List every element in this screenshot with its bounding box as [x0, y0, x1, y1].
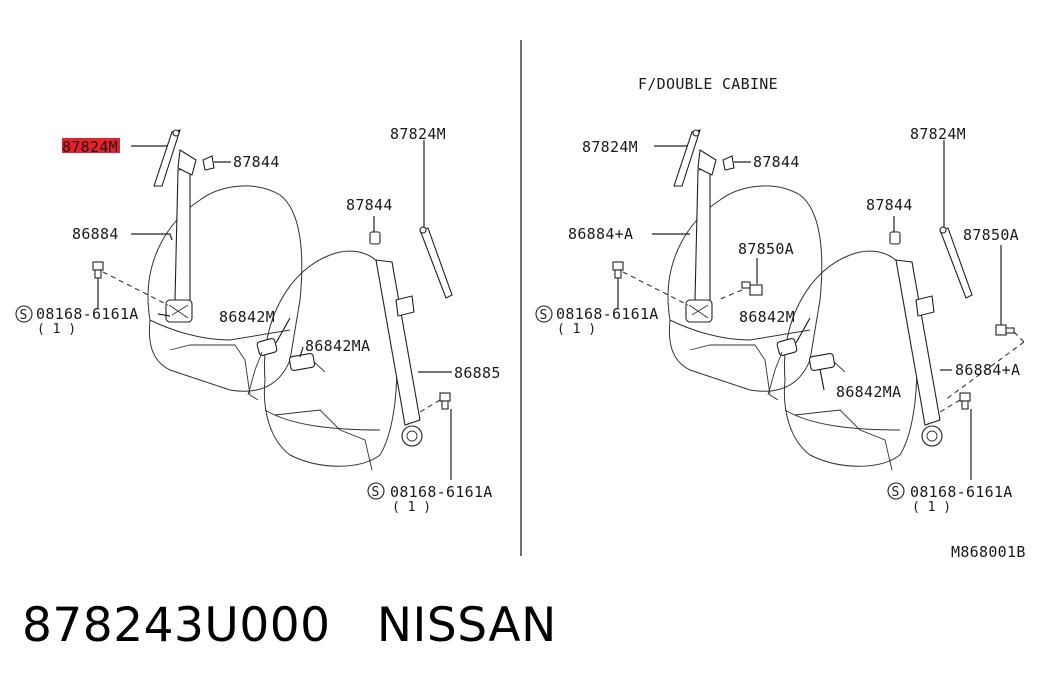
label-86884A: 86884+A	[568, 225, 633, 243]
right-bolt2-icon	[959, 392, 971, 410]
left-bolt2-icon	[439, 392, 451, 410]
label-87844: 87844	[753, 153, 800, 171]
left-cover-87844	[202, 155, 215, 171]
label-87824M: 87824M	[582, 138, 638, 156]
label-86842M: 86842M	[739, 308, 795, 326]
label-87850A-right: 87850A	[963, 226, 1019, 244]
left-adjuster-87824M	[153, 129, 181, 187]
label-86842M: 86842M	[219, 308, 275, 326]
label-qty: ( 1 )	[557, 322, 596, 337]
right-bolt-s-icon	[535, 305, 553, 323]
label-87824M-right: 87824M	[910, 125, 966, 143]
right-bolt-87850A-2	[995, 324, 1015, 336]
left-buckle-86842MA	[288, 352, 326, 373]
bolt2-s-letter: S	[372, 485, 380, 500]
label-87844-mid: 87844	[346, 196, 393, 214]
left-adjuster-87824M-right	[419, 226, 453, 299]
label-86885: 86885	[454, 364, 501, 382]
right-bolt2-s-icon	[887, 482, 905, 500]
label-87844-mid: 87844	[866, 196, 913, 214]
label-08168-6161A-2: 08168-6161A	[910, 483, 1013, 501]
right-bolt-icon	[612, 261, 624, 279]
label-87824M-right: 87824M	[390, 125, 446, 143]
left-belt-86884	[165, 149, 197, 323]
right-adjuster-87824M	[673, 129, 701, 187]
right-buckle-86842M	[767, 338, 798, 396]
label-86884: 86884	[72, 225, 119, 243]
right-panel: F/DOUBLE CABINE	[535, 75, 1026, 561]
bolt-s-letter: S	[20, 308, 28, 323]
label-08168-6161A: 08168-6161A	[36, 305, 139, 323]
right-belt-86884A-right	[889, 231, 943, 447]
right-bolt2-s-letter: S	[892, 485, 900, 500]
label-08168-6161A: 08168-6161A	[556, 305, 659, 323]
label-87850A: 87850A	[738, 240, 794, 258]
label-qty-2: ( 1 )	[392, 500, 431, 515]
left-buckle-86842M	[247, 338, 278, 396]
label-86842MA: 86842MA	[305, 337, 370, 355]
left-bolt-icon	[92, 261, 104, 279]
left-panel: 87824M 87844 86884 S 08168-6161A ( 1 ) 8…	[15, 125, 501, 515]
panel-title: F/DOUBLE CABINE	[638, 75, 778, 93]
right-adjuster-87824M-right	[939, 226, 973, 299]
part-caption: 878243U000 NISSAN	[22, 598, 557, 653]
right-buckle-86842MA	[808, 352, 846, 373]
right-bolt-s-letter: S	[540, 308, 548, 323]
left-belt-86885	[369, 231, 423, 447]
highlight-box	[62, 138, 120, 153]
brand-name: NISSAN	[376, 598, 557, 653]
label-86884A-right: 86884+A	[955, 361, 1020, 379]
label-qty-2: ( 1 )	[912, 500, 951, 515]
right-belt-86884A	[685, 149, 717, 323]
bolt2-s-icon	[367, 482, 385, 500]
label-08168-6161A-2: 08168-6161A	[390, 483, 493, 501]
right-cover-87844	[722, 155, 735, 171]
diagram-code: M868001B	[951, 543, 1026, 561]
right-bolt-87850A	[741, 281, 763, 296]
label-87844: 87844	[233, 153, 280, 171]
label-qty: ( 1 )	[37, 322, 76, 337]
part-number: 878243U000	[22, 598, 331, 653]
label-87824M-highlight: 87824M	[62, 138, 118, 156]
label-86842MA: 86842MA	[836, 383, 901, 401]
bolt-s-icon	[15, 305, 33, 323]
